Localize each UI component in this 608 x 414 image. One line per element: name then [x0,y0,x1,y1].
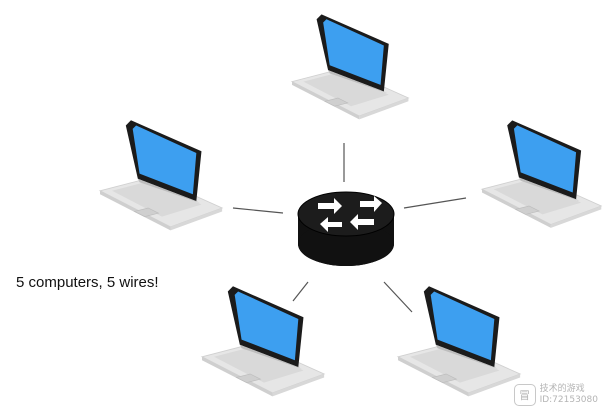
wire-bottom-left [292,281,309,302]
watermark-line-2: ID:72153080 [539,395,598,405]
laptop-icon [201,285,325,397]
caption-text: 5 computers, 5 wires! [16,274,159,291]
laptop-icon [481,119,602,229]
watermark-text: 技术的游戏 ID:72153080 [540,384,598,406]
laptop-icon [99,119,223,231]
laptop-icon [291,13,409,120]
router-icon [297,191,395,266]
wire-bottom-right [383,281,413,313]
wires [232,143,467,313]
watermark-line-1: 技术的游戏 [539,384,585,394]
watermark-logo-icon: 冒 [513,384,536,406]
laptop-icon [397,285,521,397]
wire-right [403,197,467,209]
wire-left [232,207,284,214]
watermark: 冒 技术的游戏 ID:72153080 [513,384,598,406]
